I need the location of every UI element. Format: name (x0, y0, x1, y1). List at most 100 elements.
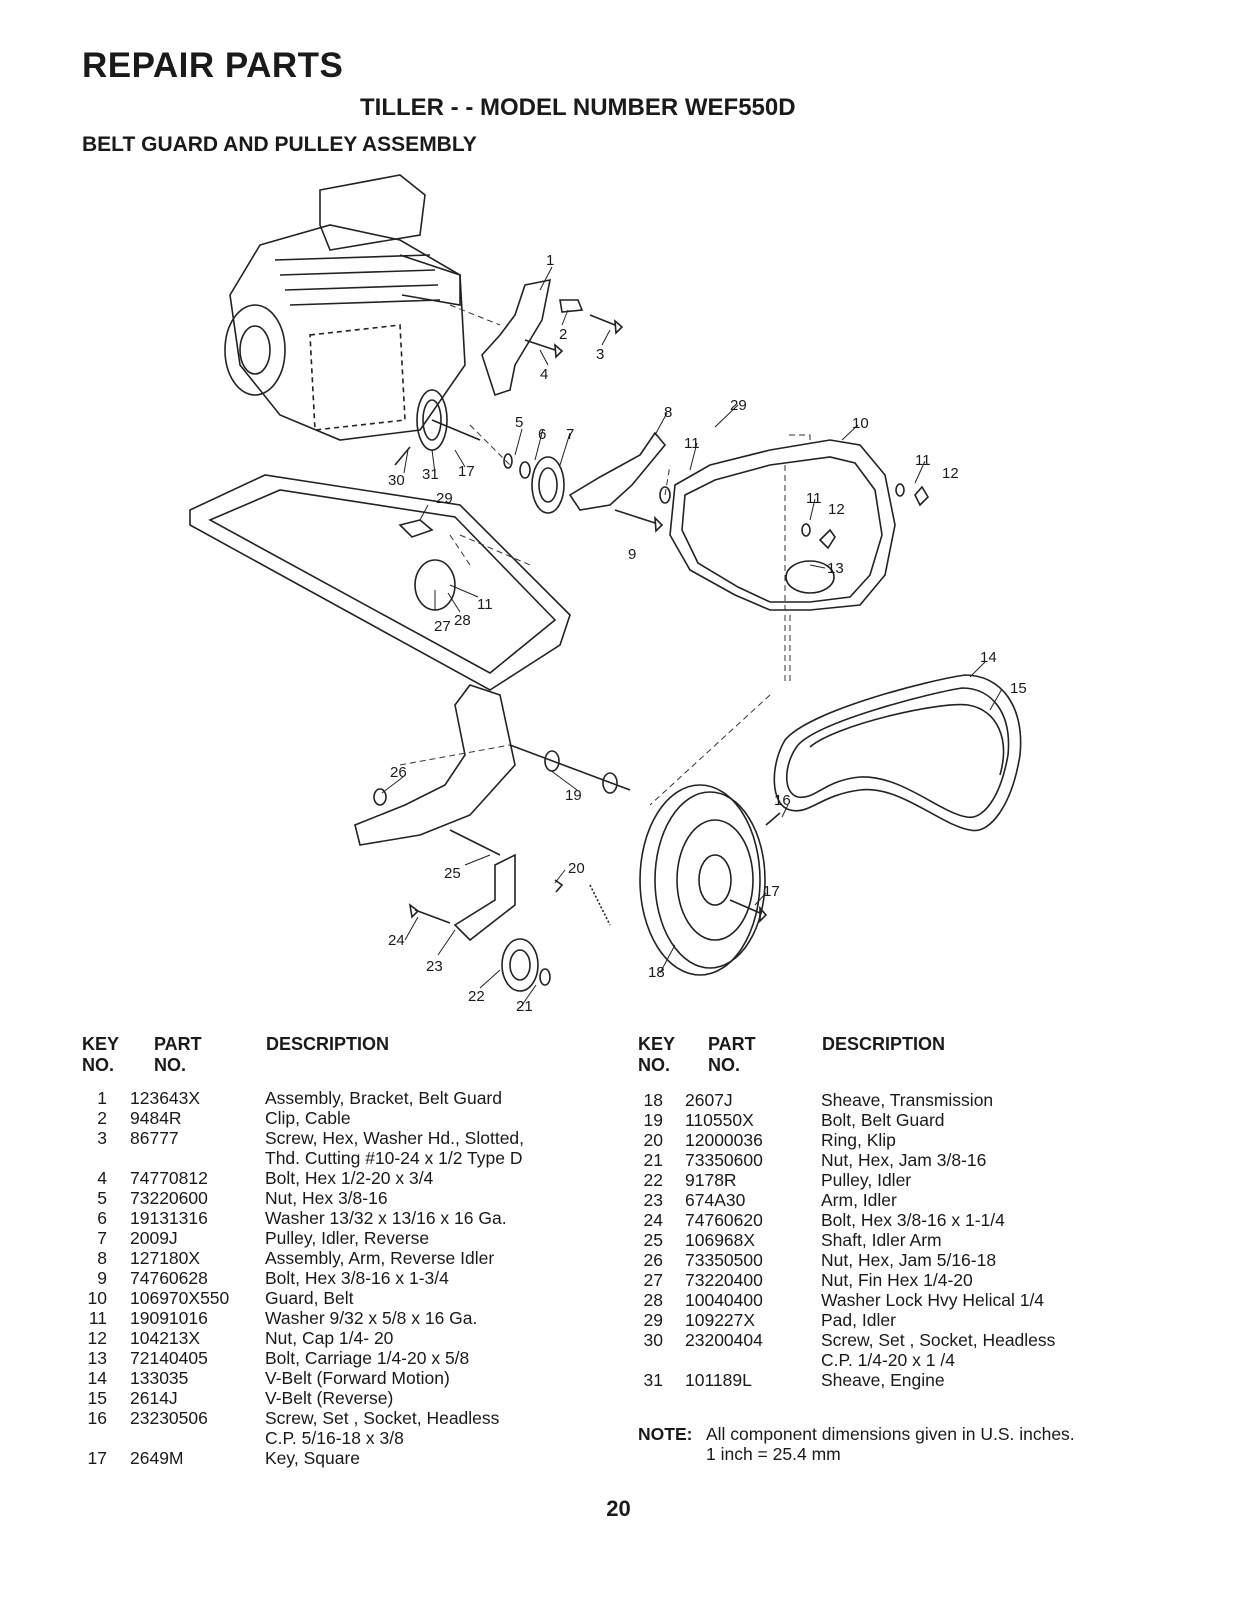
engine-drawing (224, 174, 466, 441)
key-number: 7 (97, 1228, 107, 1248)
part-description: Washer Lock Hvy Helical 1/4 (821, 1290, 1045, 1310)
part-number: 19091016 (130, 1308, 208, 1328)
key-number: 4 (97, 1168, 107, 1188)
part-description: Screw, Hex, Washer Hd., Slotted, Thd. Cu… (265, 1128, 525, 1168)
callout-17: 17 (763, 883, 780, 900)
part-description: Shaft, Idler Arm (821, 1230, 942, 1250)
part-number: 104213X (130, 1328, 201, 1348)
key-number: 20 (643, 1130, 663, 1150)
bracket-drawing (481, 278, 552, 397)
callout-2: 2 (559, 326, 567, 343)
part-number: 109227X (685, 1310, 756, 1330)
callout-23: 23 (426, 958, 443, 975)
part-number: 23230506 (130, 1408, 208, 1428)
callout-26: 26 (390, 764, 407, 781)
key-number: 16 (87, 1408, 107, 1428)
callout-5: 5 (515, 414, 523, 431)
key-number: 27 (643, 1270, 663, 1290)
part-description: Sheave, Transmission (821, 1090, 994, 1110)
part-number: 127180X (130, 1248, 201, 1268)
callout-25: 25 (444, 865, 461, 882)
key-number: 12 (87, 1328, 107, 1348)
key-number: 18 (643, 1090, 663, 1110)
callout-15: 15 (1010, 680, 1027, 697)
callout-20: 20 (568, 860, 585, 877)
key-number: 2 (97, 1108, 107, 1128)
v-belts-drawing (773, 674, 1022, 832)
callout-19: 19 (565, 787, 582, 804)
key-number: 8 (97, 1248, 107, 1268)
key-number: 5 (97, 1188, 107, 1208)
part-description: Nut, Cap 1/4- 20 (265, 1328, 394, 1348)
table-row: 12 104213X Nut, Cap 1/4- 20 (80, 1328, 524, 1348)
callout-11: 11 (684, 435, 700, 452)
part-description: Washer 13/32 x 13/16 x 16 Ga. (265, 1208, 507, 1228)
part-number: 2649M (130, 1448, 184, 1468)
part-description: Nut, Hex, Jam 5/16-18 (821, 1250, 997, 1270)
table-row: 4 74770812 Bolt, Hex 1/2-20 x 3/4 (80, 1168, 524, 1188)
part-number: 74770812 (130, 1168, 208, 1188)
part-number: 101189L (685, 1370, 752, 1390)
callout-21: 21 (516, 998, 533, 1015)
callout-4: 4 (540, 366, 548, 383)
part-description: Pulley, Idler (821, 1170, 912, 1190)
part-number: 72140405 (130, 1348, 208, 1368)
part-description: V-Belt (Forward Motion) (265, 1368, 450, 1388)
tine-shield-drawing (189, 474, 571, 691)
part-number: 73350500 (685, 1250, 763, 1270)
part-number: 9178R (685, 1170, 737, 1190)
key-number: 24 (643, 1210, 663, 1230)
part-description: V-Belt (Reverse) (265, 1388, 394, 1408)
part-number: 74760620 (685, 1210, 763, 1230)
table-row: 20 12000036 Ring, Klip (638, 1130, 1055, 1150)
part-number: 74760628 (130, 1268, 208, 1288)
part-number: 110550X (685, 1110, 754, 1130)
key-number: 26 (643, 1250, 663, 1270)
callout-28: 28 (454, 612, 471, 629)
key-number: 11 (88, 1308, 107, 1328)
part-number: 19131316 (130, 1208, 208, 1228)
callout-6: 6 (538, 426, 546, 443)
part-description: Ring, Klip (821, 1130, 896, 1150)
part-description: Nut, Hex 3/8-16 (265, 1188, 388, 1208)
callout-12: 12 (942, 465, 959, 482)
key-number: 17 (87, 1448, 107, 1468)
callout-8: 8 (664, 404, 672, 421)
part-description: Arm, Idler (821, 1190, 897, 1210)
exploded-parts-diagram: 1 2 3 4 5 6 7 8 9 10 11 11 11 11 12 12 1… (189, 174, 1027, 1015)
belt-guard-drawing (669, 439, 930, 611)
callout-10: 10 (852, 415, 869, 432)
part-description: Bolt, Hex 1/2-20 x 3/4 (265, 1168, 434, 1188)
callout-24: 24 (388, 932, 405, 949)
note-line-2: 1 inch = 25.4 mm (706, 1444, 841, 1464)
key-number: 15 (87, 1388, 107, 1408)
callout-11d: 11 (477, 596, 493, 613)
section-title: BELT GUARD AND PULLEY ASSEMBLY (82, 133, 477, 156)
part-number: 12000036 (685, 1130, 763, 1150)
part-number: 9484R (130, 1108, 182, 1128)
key-number: 6 (97, 1208, 107, 1228)
callout-18: 18 (648, 964, 665, 981)
key-number: 21 (643, 1150, 663, 1170)
part-description: Pulley, Idler, Reverse (265, 1228, 430, 1248)
callout-9: 9 (628, 546, 636, 563)
key-number: 14 (87, 1368, 107, 1388)
